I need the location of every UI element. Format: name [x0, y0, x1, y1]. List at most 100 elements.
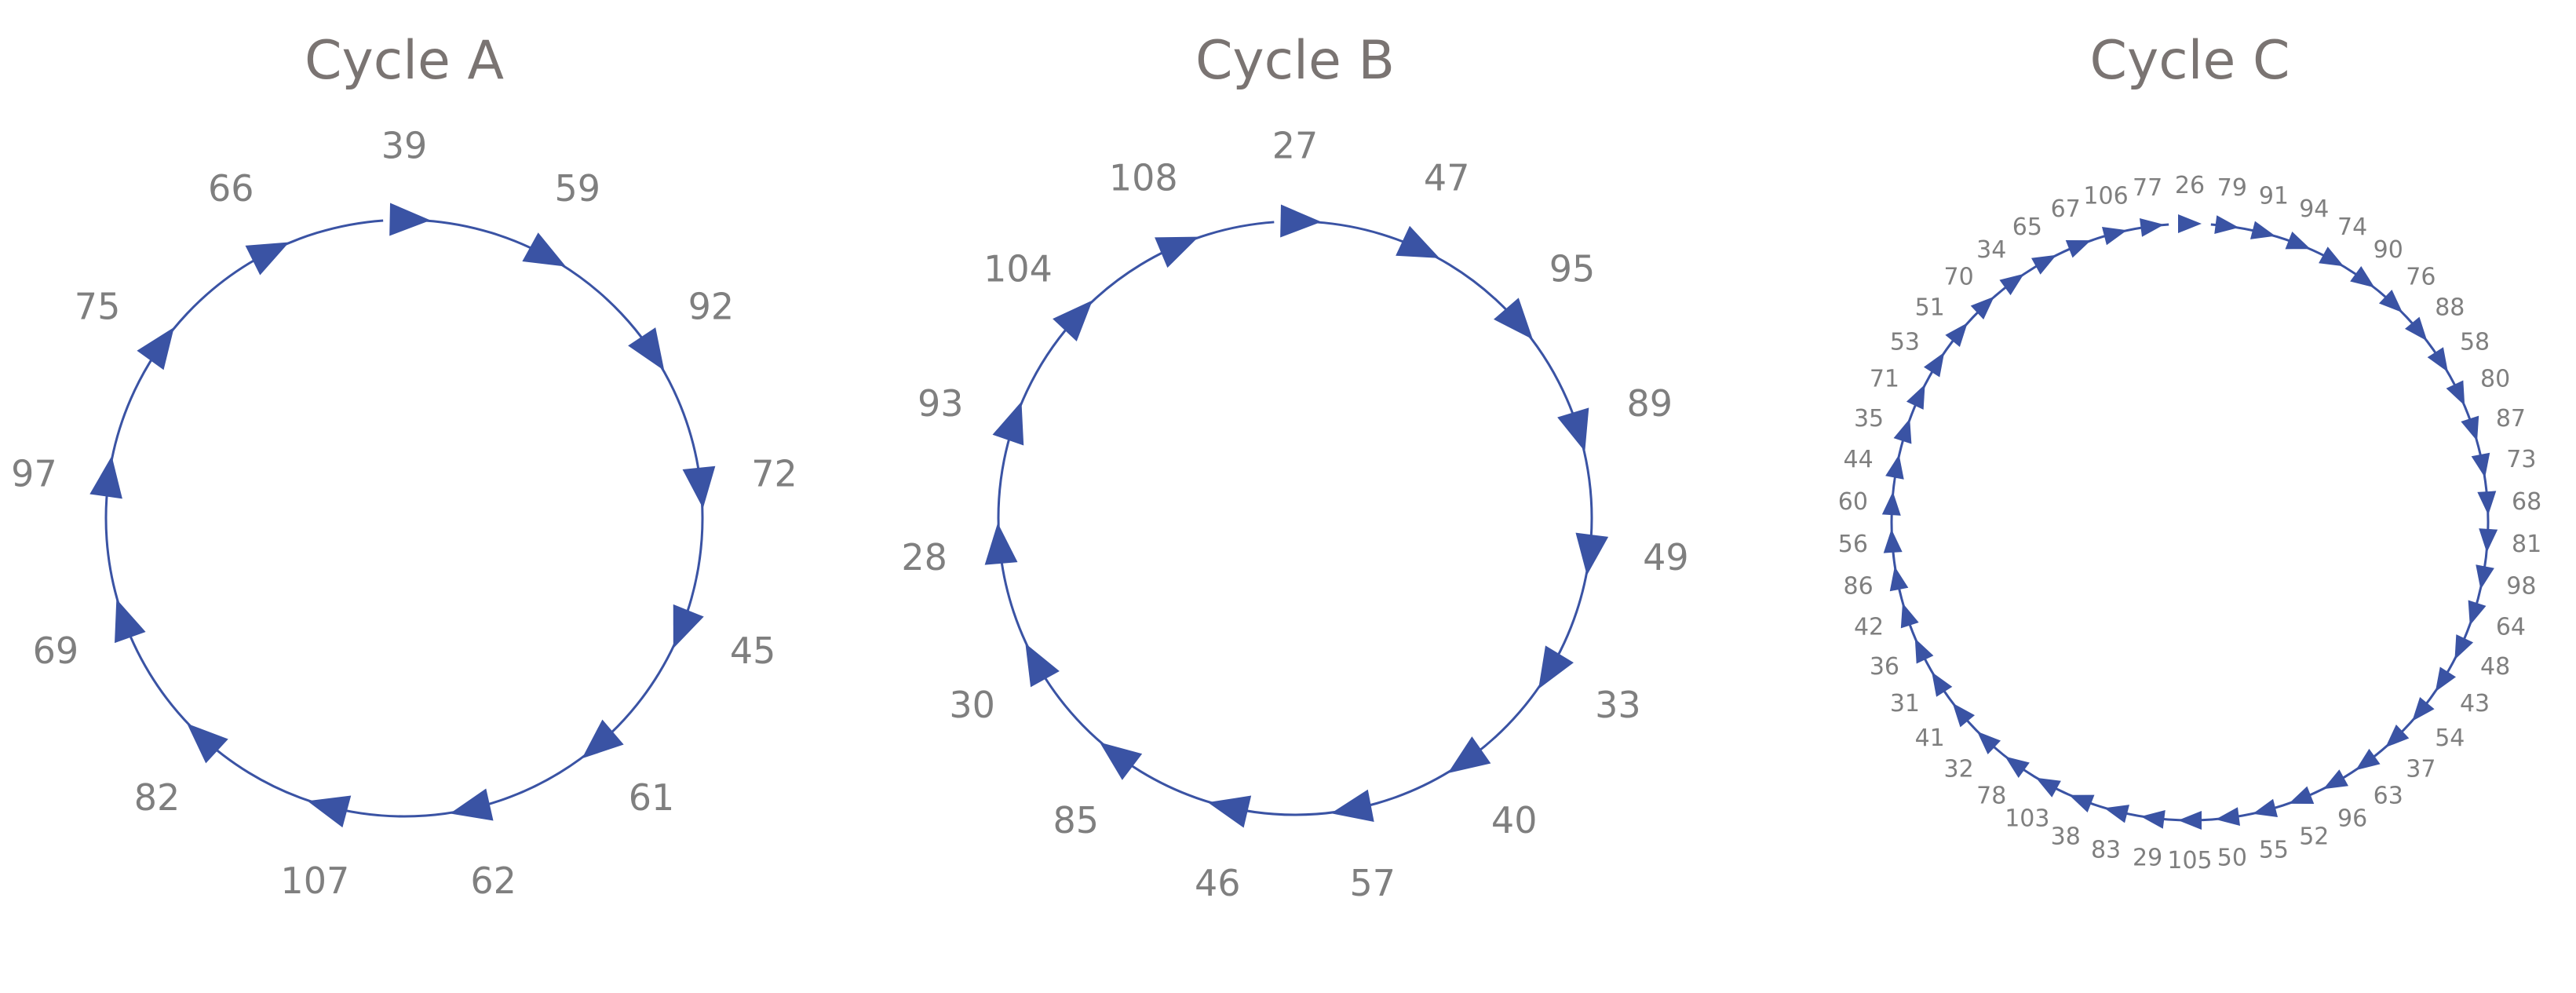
node-label: 36: [1870, 653, 1899, 681]
node-label: 34: [1976, 236, 2006, 264]
node-label: 58: [2460, 328, 2490, 356]
arrow-head-icon: [307, 795, 352, 828]
arrow-head-icon: [2214, 215, 2239, 235]
node-label: 61: [629, 776, 675, 819]
node-label: 63: [2373, 783, 2403, 810]
node-label: 85: [1053, 799, 1100, 841]
arrow-head-icon: [2350, 266, 2375, 288]
node-label: 82: [134, 776, 181, 819]
cycle-a-title: Cycle A: [305, 30, 504, 92]
node-label: 53: [1890, 328, 1920, 356]
arrow-head-icon: [582, 719, 624, 759]
node-label: 97: [11, 452, 57, 495]
node-label: 81: [2512, 531, 2541, 558]
arrow-head-icon: [115, 599, 146, 644]
node-label: 52: [2299, 823, 2329, 851]
arrow-head-icon: [992, 401, 1024, 446]
arrow-head-icon: [1025, 643, 1060, 688]
arrow-head-icon: [2103, 805, 2130, 823]
node-label: 79: [2217, 174, 2247, 202]
node-label: 67: [2051, 195, 2081, 223]
arrow-head-icon: [2252, 798, 2279, 817]
arrow-head-icon: [2322, 769, 2348, 790]
node-label: 31: [1890, 690, 1920, 717]
arrow-head-icon: [1207, 795, 1252, 828]
arrow-head-icon: [1893, 418, 1912, 444]
arrow-head-icon: [2005, 756, 2030, 778]
arrow-head-icon: [1538, 645, 1574, 689]
node-label: 95: [1549, 248, 1596, 290]
arrow-head-icon: [1914, 638, 1934, 664]
arrow-head-icon: [245, 242, 290, 276]
arrow-head-icon: [1053, 300, 1093, 341]
node-label: 56: [1838, 531, 1868, 558]
node-label: 65: [2012, 214, 2042, 241]
arrow-head-icon: [1970, 296, 1994, 320]
node-label: 103: [2005, 805, 2049, 833]
arrow-head-icon: [2288, 786, 2315, 804]
node-label: 41: [1915, 725, 1945, 752]
node-label: 26: [2175, 172, 2205, 199]
node-label: 66: [208, 167, 254, 210]
arrow-head-icon: [89, 455, 122, 499]
arrow-head-icon: [2101, 227, 2128, 246]
node-label: 72: [751, 452, 797, 495]
node-label: 94: [2299, 195, 2329, 223]
node-label: 80: [2480, 366, 2510, 393]
cycle-edge-ring: [104, 219, 704, 818]
node-label: 91: [2259, 182, 2289, 210]
node-label: 76: [2406, 263, 2436, 290]
node-label: 47: [1424, 157, 1470, 199]
arrow-head-icon: [1447, 736, 1491, 774]
node-label: 64: [2496, 614, 2526, 641]
arrow-head-icon: [682, 465, 716, 509]
node-label: 45: [730, 630, 776, 672]
node-label: 43: [2460, 690, 2490, 717]
arrow-head-icon: [1575, 532, 1609, 575]
arrow-head-icon: [2435, 666, 2457, 692]
arrow-head-icon: [1557, 407, 1589, 452]
node-label: 89: [1626, 382, 1673, 425]
node-label: 92: [688, 286, 735, 328]
node-label: 38: [2051, 823, 2081, 851]
arrow-head-icon: [2355, 748, 2381, 771]
arrow-head-icon: [2178, 214, 2202, 233]
arrow-head-icon: [389, 203, 431, 236]
node-label: 83: [2091, 836, 2121, 863]
arrow-head-icon: [1883, 528, 1903, 553]
node-label: 106: [2083, 182, 2128, 210]
node-label: 30: [949, 684, 995, 726]
arrow-head-icon: [522, 232, 567, 267]
node-label: 42: [1854, 614, 1884, 641]
node-label: 105: [2167, 847, 2212, 874]
arrow-head-icon: [2404, 316, 2428, 341]
arrow-head-icon: [2215, 807, 2241, 827]
arrow-head-icon: [673, 604, 704, 648]
node-label: 107: [280, 860, 349, 902]
node-label: 49: [1643, 536, 1689, 579]
cycle-c-title: Cycle C: [2090, 30, 2290, 92]
node-label: 70: [1944, 263, 1974, 290]
node-label: 60: [1838, 488, 1868, 516]
node-label: 28: [901, 536, 947, 579]
node-label: 55: [2259, 836, 2289, 863]
node-label: 50: [2217, 844, 2247, 871]
arrow-head-icon: [2140, 809, 2166, 829]
arrow-head-icon: [1889, 566, 1909, 592]
arrow-head-icon: [1885, 455, 1904, 480]
node-label: 57: [1349, 862, 1396, 904]
node-label: 59: [554, 167, 600, 210]
node-label: 32: [1944, 755, 1974, 783]
node-label: 87: [2496, 405, 2526, 433]
arrow-head-icon: [187, 723, 228, 764]
arrow-head-icon: [1280, 204, 1322, 238]
arrow-head-icon: [1100, 742, 1143, 780]
arrow-head-icon: [450, 788, 494, 821]
arrow-head-icon: [2065, 240, 2092, 258]
node-label: 104: [983, 248, 1053, 290]
node-label: 74: [2337, 214, 2367, 241]
arrow-head-icon: [2477, 491, 2497, 516]
arrow-head-icon: [2479, 528, 2498, 553]
